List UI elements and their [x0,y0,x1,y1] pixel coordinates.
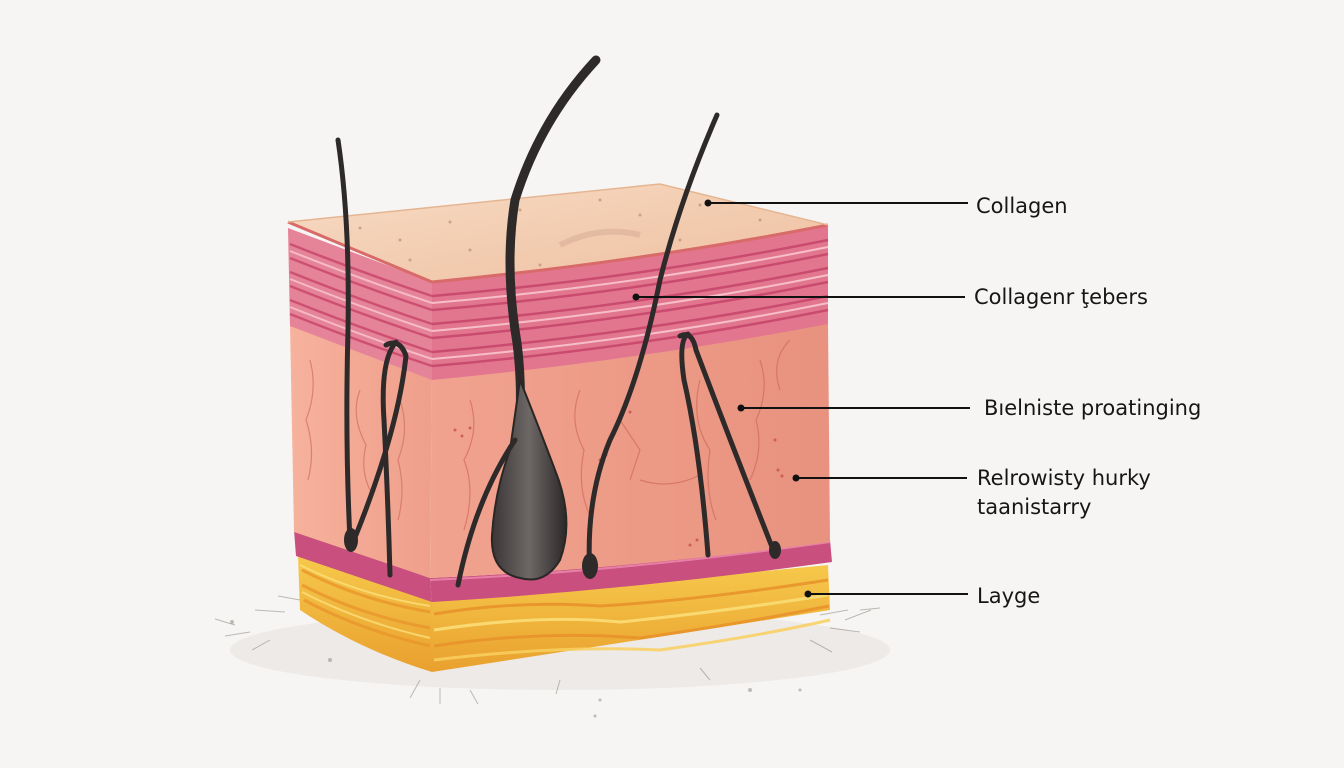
label-collagen-fibers: Collagenr ţebers [974,283,1148,312]
hair-follicle-icon [490,376,568,581]
label-layge-text: Layge [977,584,1041,608]
label-belniste-text: Bıelniste proatinging [984,396,1202,420]
label-relrowisty-line-1: Relrowisty hurky [977,466,1151,490]
leader-dot-collagen-fibers [632,293,640,301]
hair-shaft-icon [380,339,399,578]
hair-shaft-icon [455,437,518,588]
label-layge: Layge [977,582,1040,611]
label-collagen-fibers-text: Collagenr ţebers [974,285,1148,309]
label-relrowisty: Relrowisty hurky taanistarry [977,464,1151,522]
hair-shaft-icon [586,112,720,578]
hair-follicle-icon [769,541,781,559]
leader-dot-relrowisty [792,474,800,482]
label-collagen-text: Collagen [976,194,1068,218]
hair-shaft-icon [353,340,409,538]
label-relrowisty-line-2: taanistarry [977,495,1092,519]
hair-shaft-icon [677,332,777,555]
leader-dot-layge [804,590,812,598]
hair-shaft-icon [335,137,353,543]
skin-block-top-face [287,183,829,284]
hair-shaft-icon [679,331,711,558]
leader-dot-belniste [737,404,745,412]
hair-shaft-icon [505,55,601,425]
skin-block-side-face [288,228,433,672]
leader-dot-collagen [704,199,712,207]
skin-block-front-face [429,225,832,672]
leader-lines [632,199,970,598]
hair-follicle-icon [582,553,598,579]
label-belniste: Bıelniste proatinging [984,394,1201,423]
hair-shafts [335,55,781,588]
label-collagen: Collagen [976,192,1068,221]
